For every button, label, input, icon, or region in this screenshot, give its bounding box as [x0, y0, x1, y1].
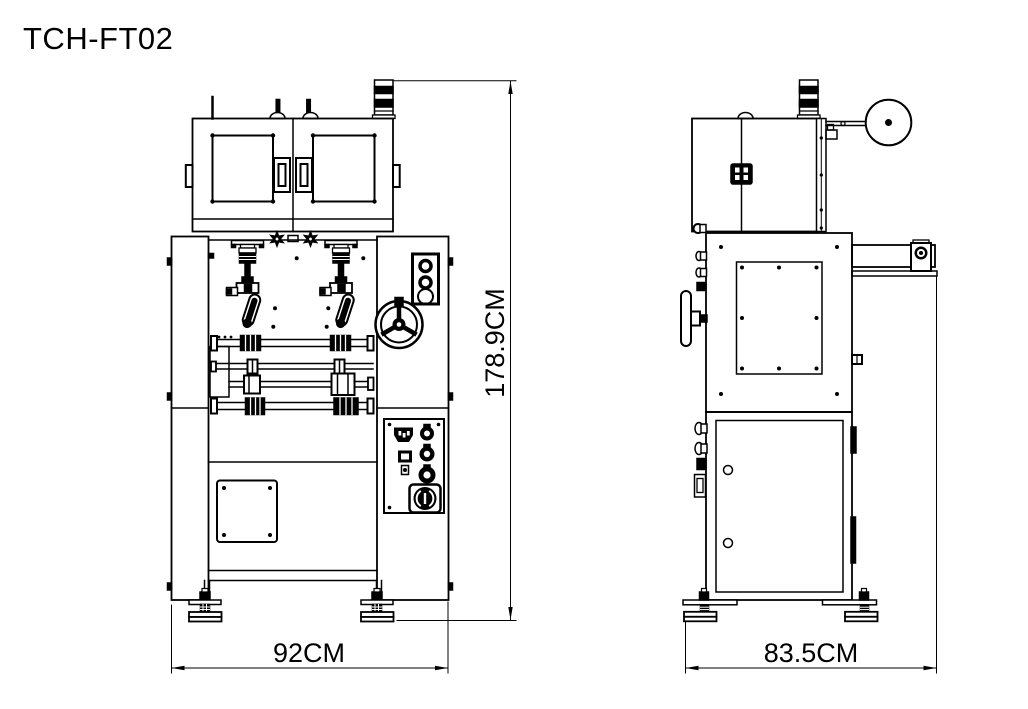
rocker-switch-icon[interactable] [398, 450, 412, 463]
height-dimension-label: 178.9CM [480, 288, 510, 398]
side-main-body [680, 232, 938, 413]
front-view [166, 79, 454, 623]
front-signal-tower-icon [371, 79, 396, 120]
front-top-cabinet [184, 95, 401, 233]
right-door-window [310, 133, 377, 204]
side-lower-cabinet [693, 411, 857, 601]
side-feet [682, 587, 879, 623]
side-depth-dimension: 83.5CM [685, 276, 937, 674]
side-view [680, 79, 938, 623]
front-spindle-left [225, 239, 265, 330]
output-arm [851, 239, 938, 277]
star-knob-icon [270, 231, 318, 247]
side-hood [691, 111, 838, 234]
door-hinge-icon [730, 163, 753, 185]
side-connectors-lower [693, 421, 708, 498]
power-panel[interactable] [383, 418, 445, 514]
side-cabinet-door[interactable] [715, 419, 844, 593]
iec-inlet-icon [394, 427, 413, 442]
right-door-handle [295, 157, 313, 193]
handwheel-front[interactable] [374, 296, 424, 350]
front-rollers [209, 334, 375, 416]
dimensions: 178.9CM 92CM 83.5CM [171, 80, 937, 674]
side-signal-tower-icon [796, 79, 821, 120]
round-connectors-icon [418, 423, 436, 484]
front-feet [188, 579, 395, 623]
tape-spool [825, 98, 913, 147]
side-depth-dimension-label: 83.5CM [764, 638, 859, 668]
industrial-socket-icon [408, 483, 442, 514]
left-door-handle [273, 157, 291, 193]
fuse-holder-icon [400, 464, 410, 476]
page-title: TCH-FT02 [23, 21, 173, 56]
front-width-dimension: 92CM [171, 601, 449, 674]
side-inner-panel [735, 261, 823, 375]
side-knobs-upper [695, 250, 708, 292]
leveling-foot [360, 587, 395, 623]
indicator-panel[interactable] [411, 252, 440, 306]
height-dimension: 178.9CM [393, 80, 517, 621]
access-panel [216, 479, 278, 543]
handwheel-side[interactable] [680, 290, 708, 347]
left-door-window [210, 133, 276, 204]
leveling-foot [188, 587, 223, 623]
front-main-frame [166, 231, 454, 601]
front-width-dimension-label: 92CM [273, 638, 345, 668]
guide-rail [815, 117, 838, 233]
front-spindle-right [319, 239, 358, 330]
ribbed-coupling [239, 334, 352, 352]
